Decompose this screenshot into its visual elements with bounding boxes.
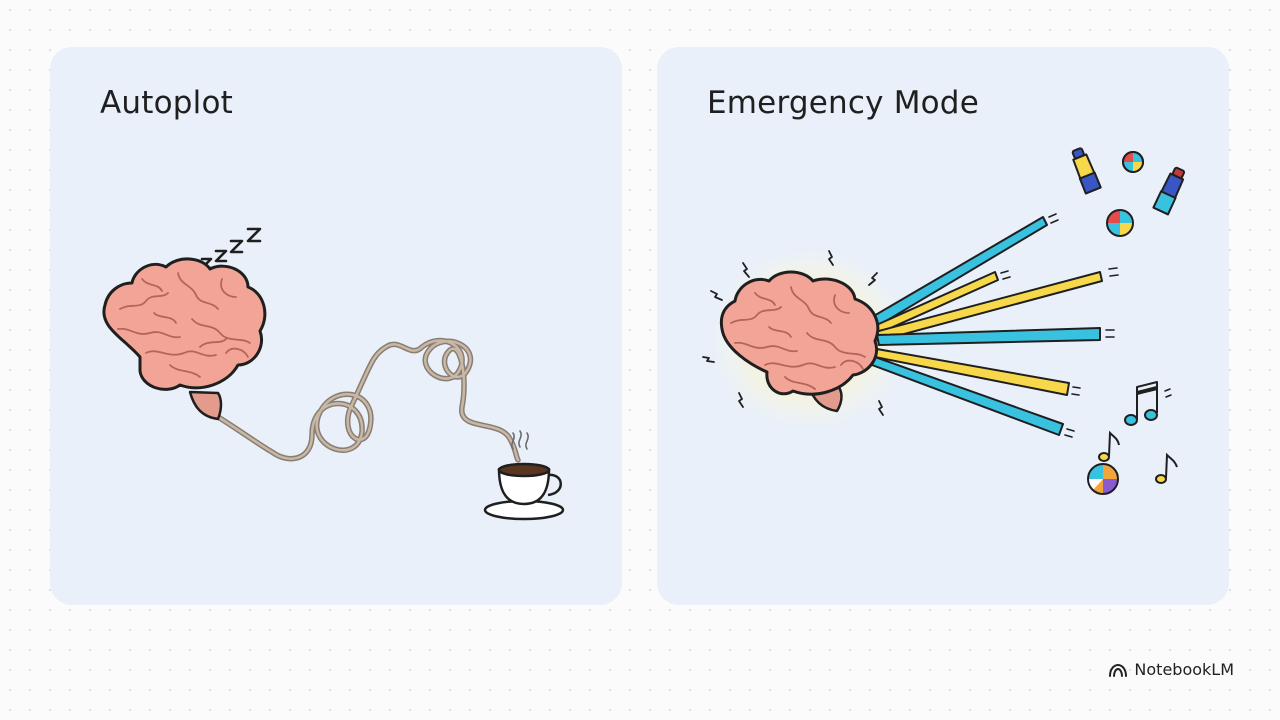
spark-icons xyxy=(702,250,884,416)
beam-cyan-2 xyxy=(876,327,1101,346)
panel-title-emergency-mode: Emergency Mode xyxy=(707,85,979,121)
music-note-icon xyxy=(1155,452,1178,484)
notebooklm-logo-icon xyxy=(1109,663,1128,677)
brain-icon xyxy=(102,257,267,421)
emergency-mode-panel: Emergency Mode xyxy=(657,47,1229,605)
ball-icon xyxy=(1122,151,1144,173)
bottle-icon xyxy=(1071,147,1102,195)
panel-title-autoplot: Autoplot xyxy=(100,85,233,121)
autoplot-illustration xyxy=(102,227,565,521)
attention-beams xyxy=(871,216,1103,436)
coffee-cup-icon xyxy=(483,430,565,521)
brand-logo: NotebookLM xyxy=(1108,660,1234,679)
music-note-icon xyxy=(1098,430,1120,462)
emergency-mode-illustration xyxy=(702,147,1186,495)
brand-name: NotebookLM xyxy=(1134,660,1234,679)
ball-icon xyxy=(1087,463,1119,495)
ball-icon xyxy=(1106,209,1134,237)
autoplot-panel: Autoplot xyxy=(50,47,622,605)
brain-icon xyxy=(719,270,880,413)
zzz-icon xyxy=(200,227,262,270)
speed-ticks xyxy=(1000,213,1119,438)
bottle-icon xyxy=(1152,166,1186,216)
tangled-wire-icon xyxy=(207,337,521,463)
music-note-icon xyxy=(1124,381,1158,426)
speed-ticks xyxy=(1164,388,1172,398)
